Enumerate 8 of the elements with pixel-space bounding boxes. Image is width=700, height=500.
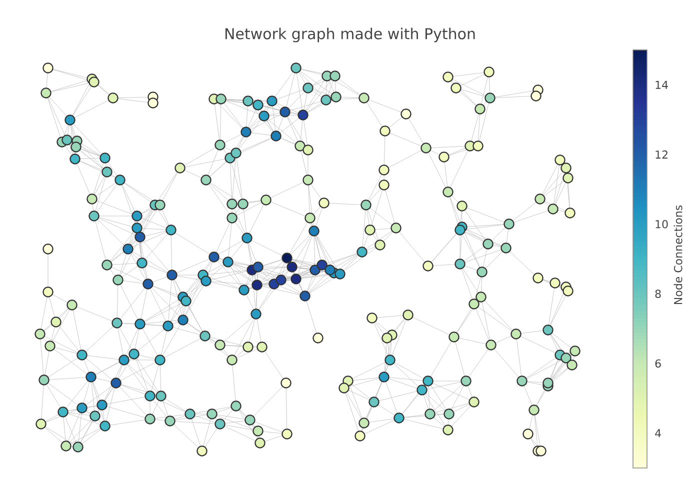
tick-label: 8 bbox=[655, 290, 661, 298]
tick-label: 12 bbox=[656, 150, 668, 159]
chart-title: Network graph made with Python bbox=[226, 28, 475, 42]
tick-label: 6 bbox=[655, 359, 661, 368]
tick-label: 14 bbox=[656, 80, 668, 89]
tick-label: 10 bbox=[656, 220, 668, 228]
axis-title: Node Connections bbox=[674, 205, 682, 304]
tick-label: 4 bbox=[655, 429, 661, 438]
